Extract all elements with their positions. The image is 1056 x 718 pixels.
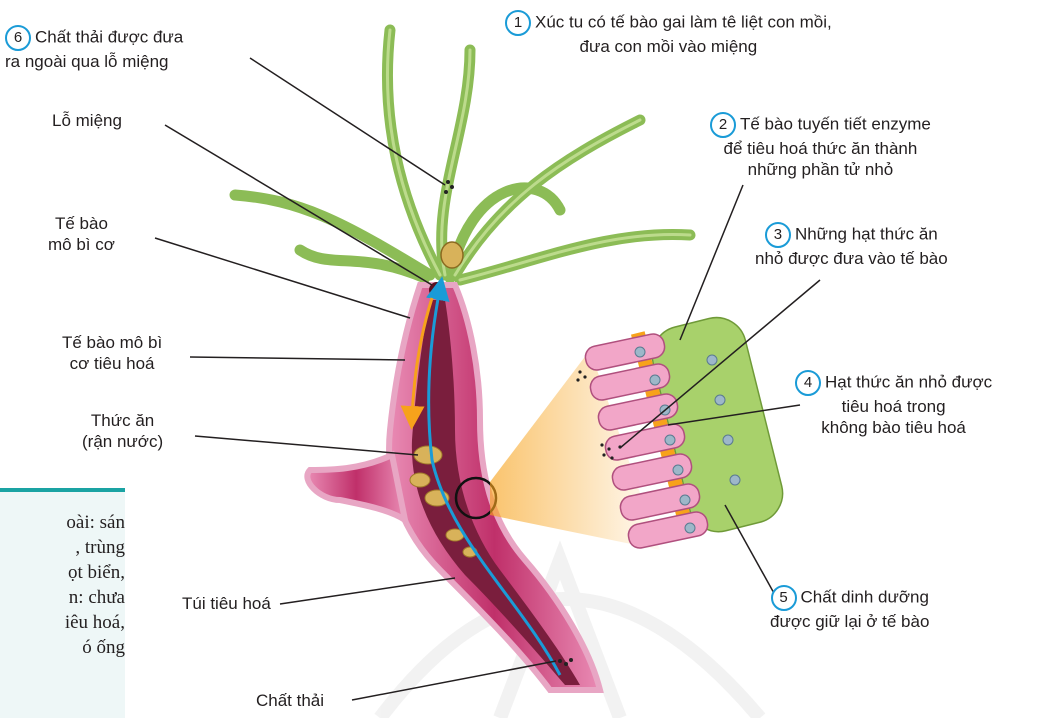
label-digestive-cell: Tế bào mô bì cơ tiêu hoá bbox=[62, 332, 162, 374]
label-epidermis-line1: Tế bào bbox=[55, 214, 108, 233]
tentacle-highlights bbox=[387, 30, 690, 280]
label-6-line2: ra ngoài qua lỗ miệng bbox=[5, 52, 169, 71]
side-text-line: ó ống bbox=[0, 635, 125, 660]
side-text-line: n: chưa bbox=[0, 585, 125, 610]
label-2-line1: Tế bào tuyến tiết enzyme bbox=[740, 114, 931, 133]
number-badge-4: 4 bbox=[795, 370, 821, 396]
side-text-line: iêu hoá, bbox=[0, 610, 125, 635]
side-text-line: oài: sán bbox=[0, 510, 125, 535]
number-badge-5: 5 bbox=[771, 585, 797, 611]
number-badge-2: 2 bbox=[710, 112, 736, 138]
label-2-line3: những phần tử nhỏ bbox=[748, 160, 894, 179]
label-5-line1: Chất dinh dưỡng bbox=[801, 587, 929, 606]
label-digestive-cell-line1: Tế bào mô bì bbox=[62, 333, 162, 352]
label-food: Thức ăn (rận nước) bbox=[82, 410, 163, 452]
label-2-line2: để tiêu hoá thức ăn thành bbox=[724, 139, 918, 158]
label-epidermis-line2: mô bì cơ bbox=[48, 235, 115, 254]
side-text-line: ọt biển, bbox=[0, 560, 125, 585]
label-1-line1: Xúc tu có tế bào gai làm tê liệt con mồi… bbox=[535, 12, 832, 31]
label-mouth: Lỗ miệng bbox=[52, 110, 122, 131]
label-digestive-cell-line2: cơ tiêu hoá bbox=[70, 354, 155, 373]
label-6-line1: Chất thải được đưa bbox=[35, 27, 183, 46]
label-4-line3: không bào tiêu hoá bbox=[821, 418, 966, 437]
label-4-line1: Hạt thức ăn nhỏ được bbox=[825, 372, 992, 391]
label-digestive-sac: Túi tiêu hoá bbox=[182, 593, 271, 614]
label-waste: Chất thải bbox=[256, 690, 324, 711]
label-3-line2: nhỏ được đưa vào tế bào bbox=[755, 249, 948, 268]
label-3-line1: Những hạt thức ăn bbox=[795, 224, 938, 243]
label-food-line2: (rận nước) bbox=[82, 432, 163, 451]
number-badge-6: 6 bbox=[5, 25, 31, 51]
side-text-line: , trùng bbox=[0, 535, 125, 560]
side-panel-text: oài: sán , trùng ọt biển, n: chưa iêu ho… bbox=[0, 510, 125, 660]
label-5-line2: được giữ lại ở tế bào bbox=[770, 612, 929, 631]
label-epidermis: Tế bào mô bì cơ bbox=[48, 213, 115, 255]
label-food-line1: Thức ăn bbox=[91, 411, 154, 430]
tentacles bbox=[235, 30, 690, 280]
number-badge-1: 1 bbox=[505, 10, 531, 36]
label-1-line2: đưa con mồi vào miệng bbox=[580, 37, 758, 56]
number-badge-3: 3 bbox=[765, 222, 791, 248]
label-4-line2: tiêu hoá trong bbox=[842, 397, 946, 416]
